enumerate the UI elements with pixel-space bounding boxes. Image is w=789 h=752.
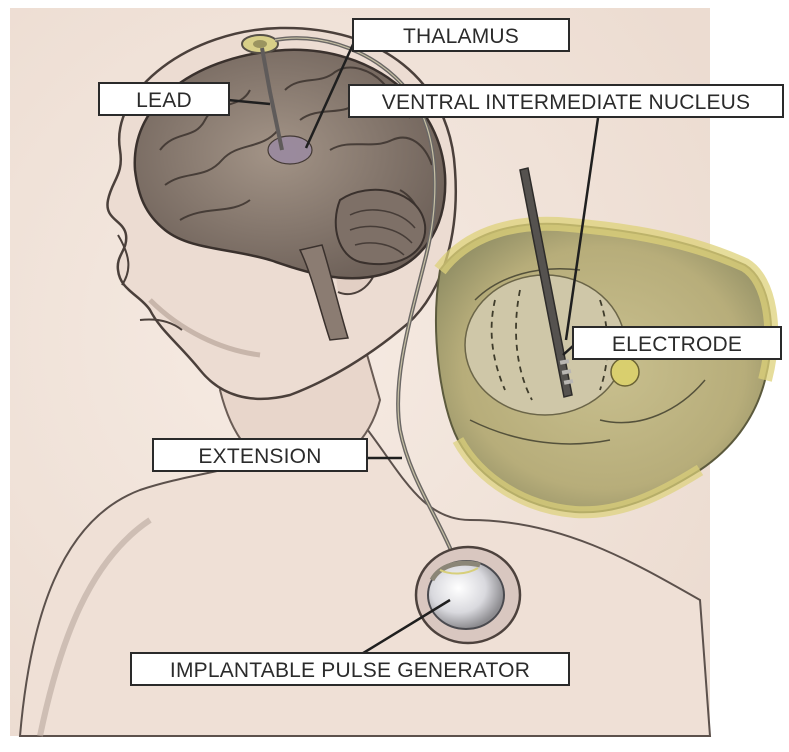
label-lead: LEAD <box>98 82 230 116</box>
label-extension: EXTENSION <box>152 438 368 472</box>
thalamus-region <box>268 136 312 164</box>
label-ventral-intermediate-nucleus: VENTRAL INTERMEDIATE NUCLEUS <box>348 84 784 118</box>
label-electrode: ELECTRODE <box>572 326 782 360</box>
label-thalamus: THALAMUS <box>352 18 570 52</box>
tissue-nodule <box>611 358 639 386</box>
label-implantable-pulse-generator: IMPLANTABLE PULSE GENERATOR <box>130 652 570 686</box>
